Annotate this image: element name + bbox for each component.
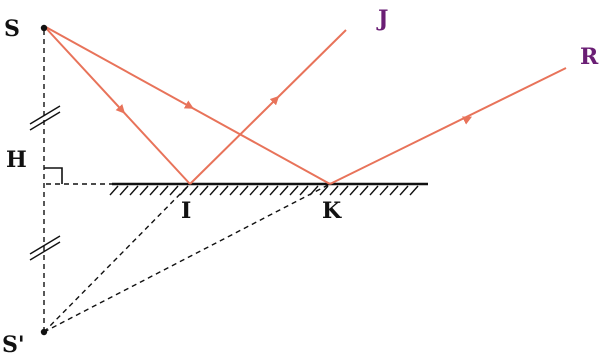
- hatch-mark: [279, 185, 289, 196]
- hatch-mark: [359, 185, 369, 196]
- hatch-mark: [289, 185, 299, 196]
- hatch-mark: [169, 185, 179, 196]
- hatch-mark: [379, 185, 389, 196]
- hatch-mark: [259, 185, 269, 196]
- label-S: S: [4, 16, 20, 42]
- hatch-mark: [339, 185, 349, 196]
- mirror: [109, 182, 428, 196]
- point-S-prime: [40, 328, 48, 336]
- hatch-mark: [219, 185, 229, 196]
- hatch-mark: [199, 185, 209, 196]
- hatch-mark: [159, 185, 169, 196]
- label-R: R: [580, 44, 599, 70]
- hatch-mark: [319, 185, 329, 196]
- reflected-ray-IJ: [189, 29, 347, 185]
- virtual-ray-I: [43, 183, 191, 333]
- hatch-mark: [249, 185, 259, 196]
- equal-ticks-lower: [29, 235, 61, 261]
- hatch-mark: [209, 185, 219, 196]
- hatch-mark: [349, 185, 359, 196]
- incident-ray-SK: [43, 25, 331, 185]
- mirror-hatching: [109, 185, 419, 196]
- hatch-mark: [329, 185, 339, 196]
- hatch-mark: [149, 185, 159, 196]
- hatch-mark: [139, 185, 149, 196]
- hatch-mark: [369, 185, 379, 196]
- hatch-mark: [409, 185, 419, 196]
- hatch-mark: [229, 185, 239, 196]
- label-H: H: [6, 147, 27, 173]
- hatch-mark: [389, 185, 399, 196]
- point-S: [40, 24, 48, 32]
- label-K: K: [322, 198, 342, 224]
- right-angle-mark: [44, 167, 63, 184]
- label-J: J: [376, 6, 388, 32]
- incident-ray-SI: [43, 25, 191, 185]
- label-I: I: [181, 198, 191, 224]
- equal-ticks-upper: [29, 105, 61, 131]
- hatch-mark: [239, 185, 249, 196]
- hatch-mark: [399, 185, 409, 196]
- hatch-mark: [299, 185, 309, 196]
- hatch-mark: [119, 185, 129, 196]
- hatch-mark: [189, 185, 199, 196]
- hatch-mark: [129, 185, 139, 196]
- label-S-prime: S': [2, 332, 25, 358]
- reflected-ray-KR: [329, 67, 567, 185]
- hatch-mark: [269, 185, 279, 196]
- hatch-mark: [109, 185, 119, 196]
